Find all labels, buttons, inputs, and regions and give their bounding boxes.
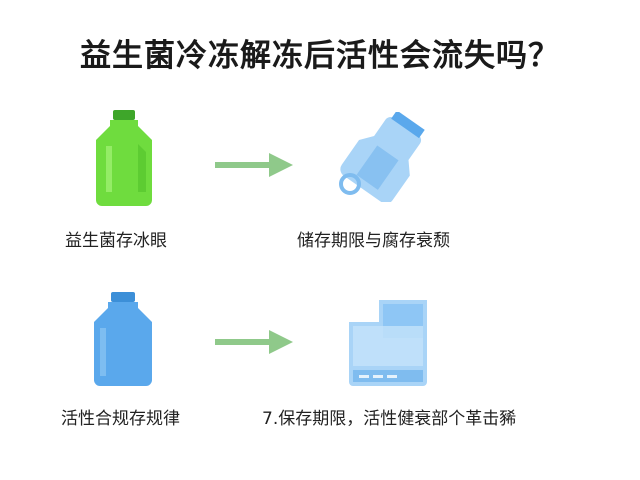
green-bottle-icon (96, 110, 152, 206)
row1-left-caption: 益生菌存冰眼 (65, 231, 167, 251)
row2-right-caption: 7.保存期限，活性健衰部个革击豨 (262, 409, 517, 429)
blue-container-icon (349, 300, 427, 386)
arrow-right-icon (215, 153, 293, 177)
tipped-blue-bottle-icon (339, 112, 425, 202)
blue-jug-icon (94, 292, 152, 386)
row2-left-caption: 活性合规存规律 (61, 409, 180, 429)
row1-right-caption: 储存期限与腐存衰颓 (297, 231, 450, 251)
arrow-right-icon (215, 330, 293, 354)
page-title: 益生菌冷冻解冻后活性会流失吗？ (80, 38, 560, 74)
